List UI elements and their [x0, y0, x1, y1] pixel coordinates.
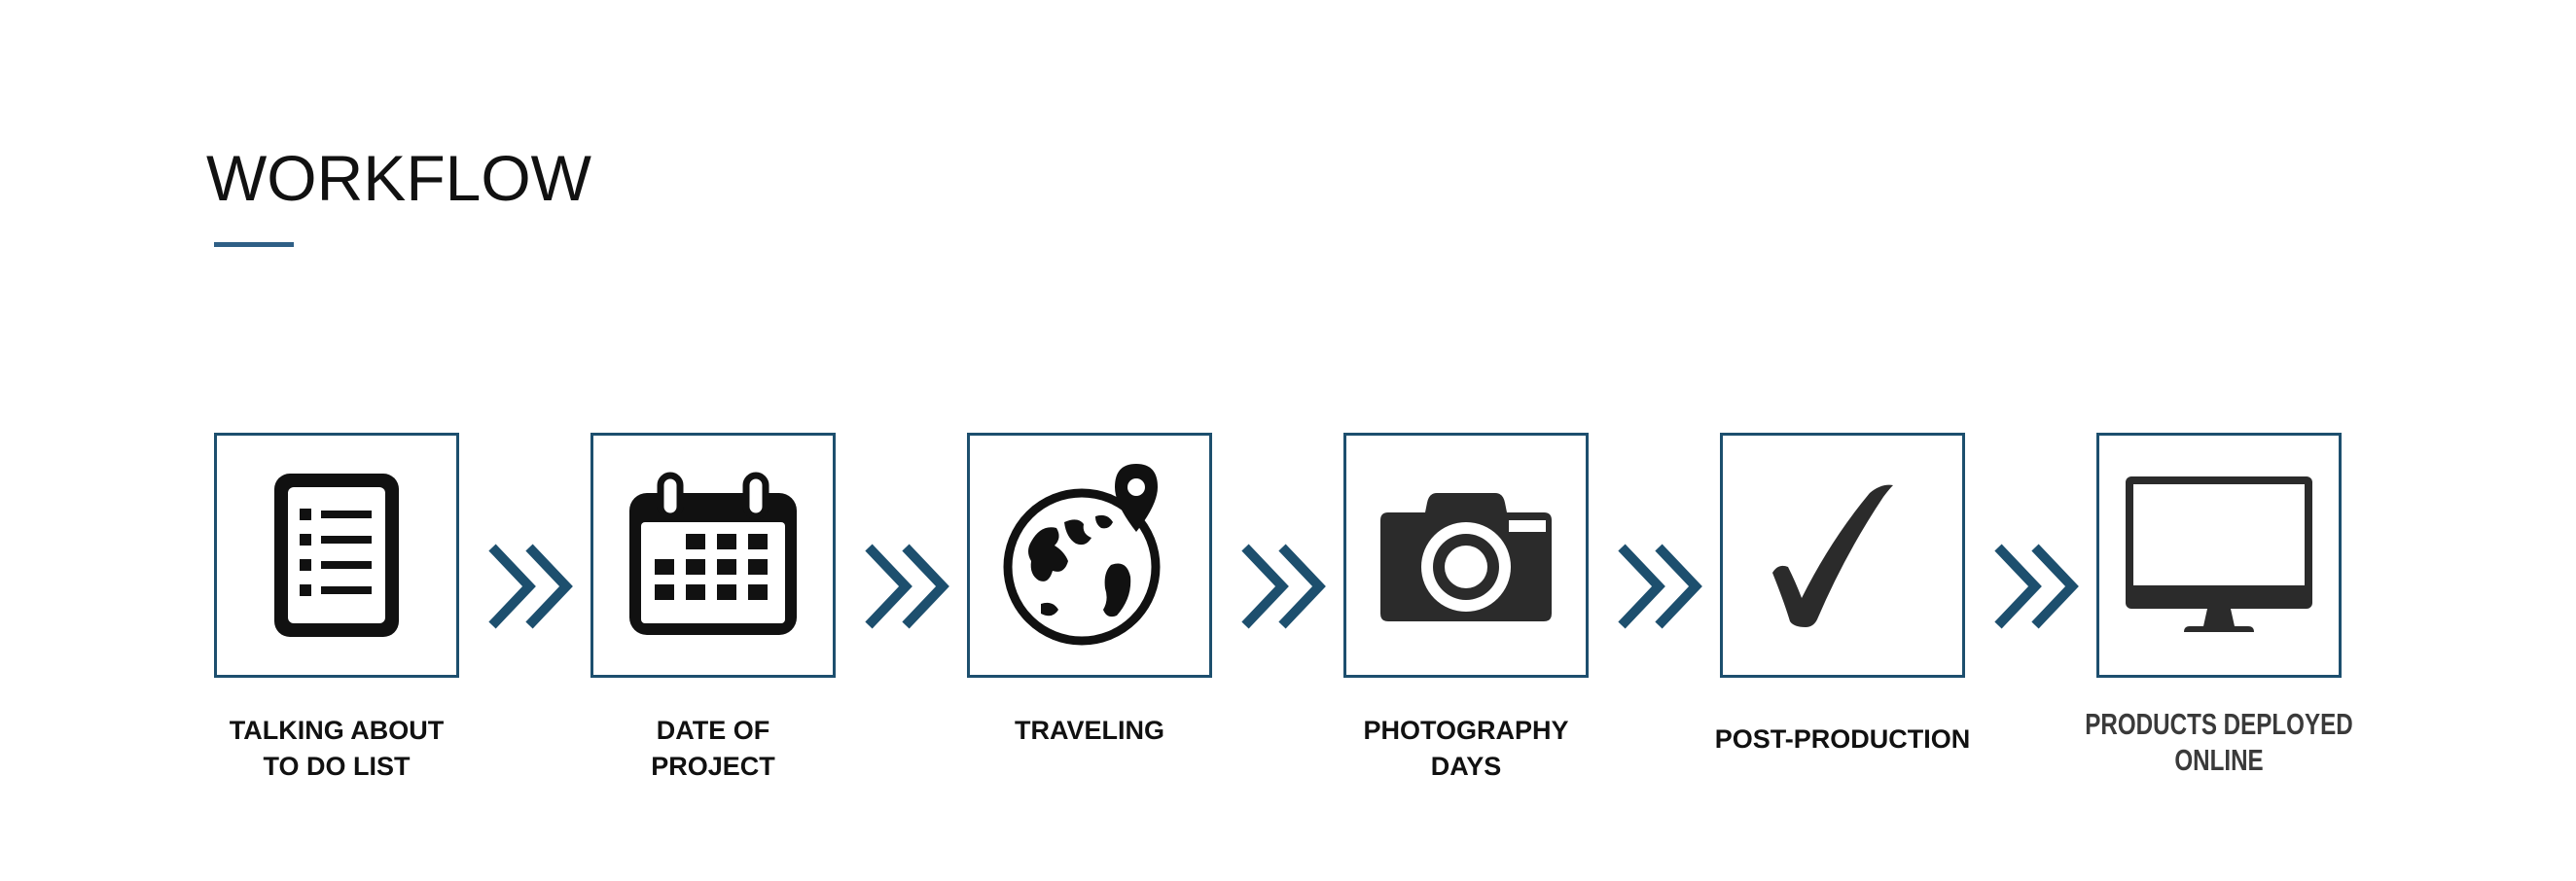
calendar-icon [629, 472, 797, 635]
checkmark-icon [1772, 484, 1893, 627]
double-chevron-right-icon [865, 544, 949, 629]
monitor-icon [2126, 476, 2312, 632]
double-chevron-right-icon [488, 544, 573, 629]
step-box-traveling [967, 433, 1212, 678]
step-label-photography: PHOTOGRAPHY DAYS [1363, 716, 1569, 781]
double-chevron-right-icon [1618, 544, 1702, 629]
globe-location-icon [1003, 464, 1161, 646]
page-title: WORKFLOW [206, 142, 591, 214]
double-chevron-right-icon [1994, 544, 2079, 629]
todo-list-icon [274, 474, 399, 637]
step-box-todo [214, 433, 459, 678]
double-chevron-right-icon [1241, 544, 1326, 629]
step-label-traveling: TRAVELING [1015, 716, 1164, 745]
step-label-online: PRODUCTS DEPLOYED ONLINE [2085, 707, 2353, 777]
step-label-post-production: POST-PRODUCTION [1714, 724, 1971, 754]
step-label-calendar: DATE OF PROJECT [651, 716, 775, 781]
step-box-post-production [1720, 433, 1965, 678]
step-box-online [2096, 433, 2342, 678]
step-label-todo: TALKING ABOUT TO DO LIST [229, 716, 445, 781]
step-box-photography [1343, 433, 1589, 678]
camera-icon [1380, 493, 1552, 621]
step-box-calendar [590, 433, 836, 678]
title-underline [214, 242, 294, 247]
